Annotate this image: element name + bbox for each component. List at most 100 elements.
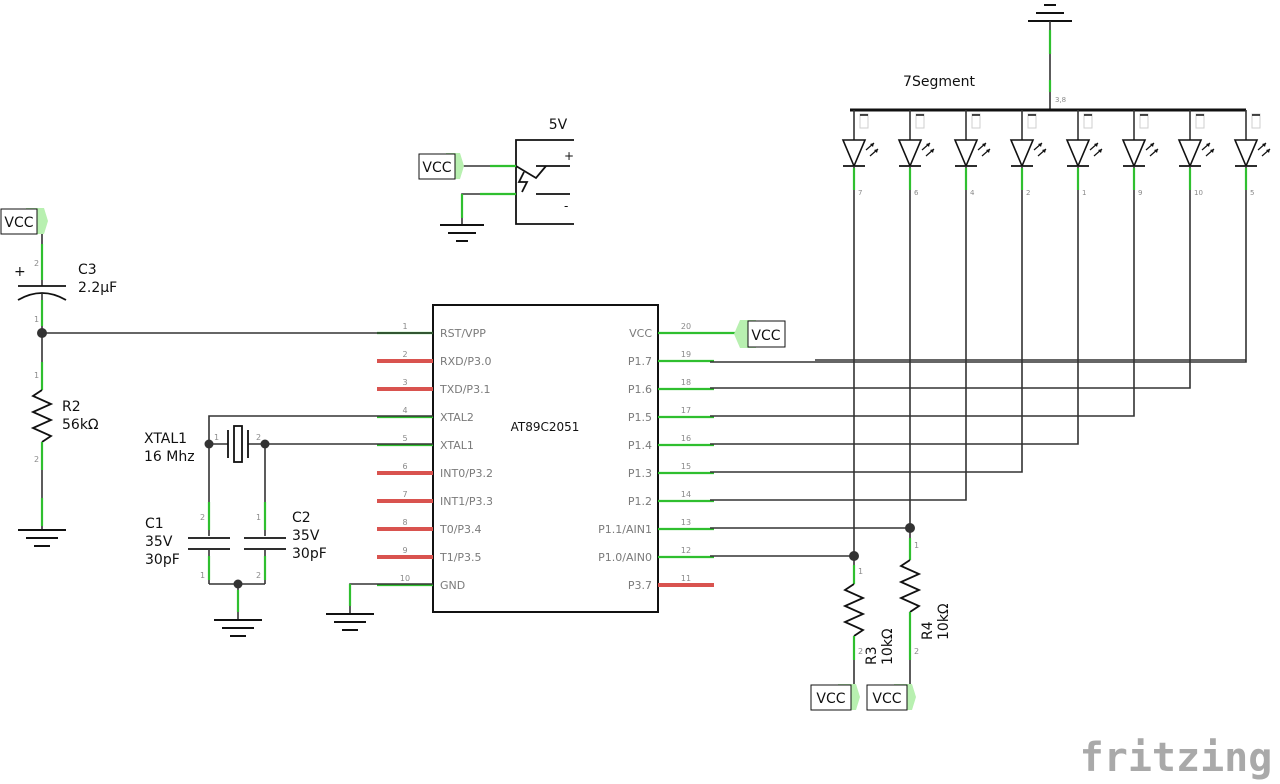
mcu-pin-label: T1/P3.5 [439,551,482,564]
c2-name: C2 [292,510,311,526]
mcu-pin-number: 18 [681,378,691,387]
mcu-pin-number: 20 [681,322,691,331]
mcu-pin-number: 5 [402,434,407,443]
mcu-pin-number: 12 [681,546,691,555]
c2-value: 30pF [292,546,327,562]
segment-led-6: 6 [897,110,935,197]
c2-pin-bottom: 2 [256,571,261,580]
r3-value: 10kΩ [880,628,896,665]
mcu-pin-label: P1.5 [628,411,652,424]
mcu-pin-label: P1.1/AIN1 [598,523,652,536]
segment-led-2: 2 [1009,110,1047,197]
mcu-at89c2051[interactable]: AT89C2051 1RST/VPP2RXD/P3.03TXD/P3.14XTA… [377,304,740,613]
vcc-flag-supply: VCC [418,153,464,180]
c3-plus: + [14,264,26,280]
capacitor-c1[interactable]: 2 1 C1 35V 30pF [145,444,230,584]
mcu-pin-label: T0/P3.4 [439,523,482,536]
c1-value: 30pF [145,552,180,568]
segment-led-5: 5 [1233,110,1271,197]
c1-pin-top: 2 [200,513,205,522]
segment-led-7: 7 [841,110,879,197]
mcu-pin-label: INT0/P3.2 [440,467,493,480]
supply-minus: - [564,199,568,213]
mcu-name: AT89C2051 [511,420,580,434]
mcu-pin-label: P1.2 [628,495,652,508]
mcu-pin-number: 11 [681,574,691,583]
mcu-pin-8[interactable]: 8T0/P3.4 [377,518,482,536]
mcu-pin-number: 13 [681,518,691,527]
segment-led-10: 10 [1177,110,1215,197]
c1-voltage: 35V [145,534,173,550]
segment-name: 7Segment [903,74,975,90]
c3-pin-top: 2 [34,259,39,268]
segment-pin-number: 2 [1026,189,1030,197]
mcu-pin-label: INT1/P3.3 [440,495,493,508]
supply-label: 5V [549,117,568,133]
ground-symbol-7seg [1028,4,1072,110]
c3-value: 2.2µF [78,280,117,296]
mcu-pin-number: 15 [681,462,691,471]
mcu-pin-label: P1.3 [628,467,652,480]
mcu-pin-number: 19 [681,350,691,359]
vcc-label-reset: VCC [4,215,33,231]
capacitor-c2[interactable]: 1 2 C2 35V 30pF [244,444,327,584]
mcu-pin-label: VCC [629,327,652,340]
mcu-pin-number: 4 [402,406,407,415]
mcu-pin-9[interactable]: 9T1/P3.5 [377,546,482,564]
r4-pin-bottom: 2 [914,647,919,656]
power-supply-5v[interactable]: 5V + - [440,117,574,242]
r3-pin-bottom: 2 [858,647,863,656]
segment-pin-number: 7 [858,189,862,197]
xtal-pin1: 1 [214,433,219,442]
mcu-pin-label: P1.4 [628,439,652,452]
r4-name: R4 [920,621,936,640]
capacitor-c3[interactable]: + 2 1 C3 2.2µF [14,234,117,333]
crystal-xtal1[interactable]: 1 2 XTAL1 16 Mhz [144,415,433,465]
ground-symbol-xtal [214,619,262,637]
mcu-pin-number: 6 [402,462,407,471]
segment-pin-number: 4 [970,189,975,197]
c2-voltage: 35V [292,528,320,544]
xtal-value: 16 Mhz [144,449,195,465]
resistor-r2[interactable]: 1 2 R2 56kΩ [30,333,99,530]
vcc-flag-r4: VCC [866,684,916,711]
mcu-pin-number: 10 [400,574,410,583]
ground-symbol-supply [440,224,484,242]
r4-value: 10kΩ [936,603,952,640]
resistor-r4[interactable]: 1 2 R4 10kΩ [898,523,952,690]
c1-name: C1 [145,516,164,532]
mcu-pin-number: 16 [681,434,691,443]
vcc-flag-reset: VCC [0,208,48,235]
segment-led-4: 4 [953,110,991,197]
r3-name: R3 [864,646,880,665]
mcu-pin-label: RST/VPP [440,327,486,340]
r2-pin-bottom: 2 [34,455,39,464]
mcu-pin-label: TXD/P3.1 [439,383,491,396]
segment-pin-number: 5 [1250,189,1254,197]
r2-name: R2 [62,399,81,415]
c1-pin-bottom: 1 [200,571,205,580]
vcc-label-supply: VCC [422,160,451,176]
resistor-r3[interactable]: 1 2 R3 10kΩ [842,551,896,690]
supply-plus: + [564,149,574,163]
